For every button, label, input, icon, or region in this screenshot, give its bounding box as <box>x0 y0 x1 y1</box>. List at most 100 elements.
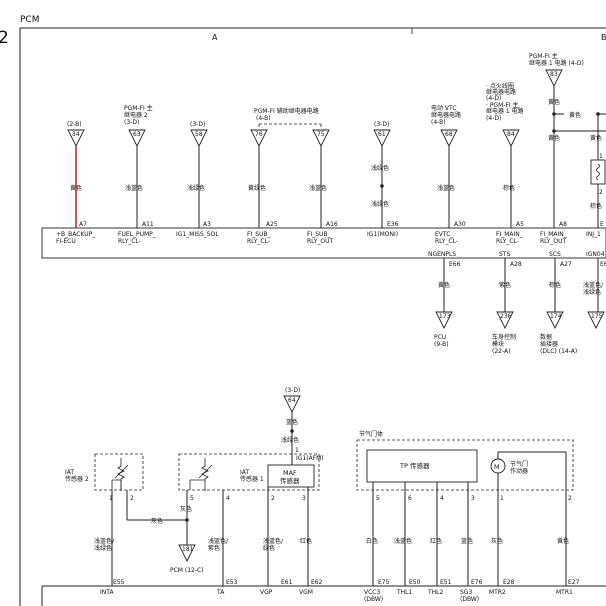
maf-label-2: 传感器 <box>280 476 300 485</box>
ref-label: (2-B) <box>67 121 82 128</box>
connector-number: 175 <box>591 313 603 320</box>
connector-number: 63 <box>133 131 141 138</box>
pin-1: 1 <box>109 495 113 502</box>
sensor-wiring <box>189 479 205 490</box>
wire-color: 黄色 <box>548 98 560 106</box>
signal-name-2: (DBW) <box>460 596 479 603</box>
circuit-right-edge: 黄色 黄色 1 2 棕色 E INJ_1 IGN04 E6 浅蓝色/ 浅绿色 1… <box>569 111 606 330</box>
connector-number: 34 <box>72 131 80 138</box>
ref-label-3: (4-B) <box>431 119 446 126</box>
zone-b-label: B <box>601 33 606 42</box>
ref-label: (3-D) <box>190 121 205 128</box>
wire-color: 浅蓝色 <box>125 184 143 192</box>
wire-color: 浅蓝色/ <box>94 537 115 545</box>
ref-label: (3-D) <box>285 387 300 394</box>
pin-label: A8 <box>559 221 567 228</box>
circuit-63: PGM-FI 主 继电器 2 (3-D) 63 浅蓝色 A11 FUEL_PUM… <box>118 104 157 245</box>
pin-label: E55 <box>113 579 125 586</box>
wire-color-2: 黄色 <box>548 134 560 142</box>
bottom-wire-labels: 浅蓝色/ 浅绿色 浅蓝色/ 紫色 浅蓝色/ 绿色 红色 白色 浅蓝色 红色 蓝色… <box>94 537 569 552</box>
wire-color: 黄色 <box>557 537 569 545</box>
pin-label: E50 <box>409 579 421 586</box>
iat1-label-2: 传感器 1 <box>240 475 264 483</box>
connector-triangle <box>546 311 564 330</box>
circuit-76: 76 黄绿色 A25 FI_SUB_ RLY_CL- <box>247 129 278 245</box>
pin-5: 5 <box>376 495 380 502</box>
pin-label: E53 <box>226 579 238 586</box>
bottom-signal-names: INTA TA VGP VGM VCC3 (DBW) THL1 THL2 SG3… <box>100 589 573 603</box>
pin-1: 1 <box>500 495 504 502</box>
pin-label: E27 <box>568 579 580 586</box>
motor-label: 节气门 <box>510 460 528 468</box>
signal-name: VGP <box>260 589 273 596</box>
ref-label-3: (3-D) <box>124 119 139 126</box>
pin-5: 5 <box>190 495 194 502</box>
iat2-label: IAT <box>65 469 74 476</box>
connector-number: 173 <box>439 313 451 320</box>
connector-number: 83 <box>550 71 558 78</box>
dest-label-2: 插接器 <box>540 340 558 348</box>
connector-triangle <box>440 129 458 148</box>
connector-triangle <box>67 129 85 148</box>
wire-color-2: 浅绿色 <box>371 200 389 208</box>
signal-name: FI_MAIN_ <box>540 231 568 238</box>
wire-color: 黄色 <box>569 111 581 119</box>
connector-number: 236 <box>500 313 512 320</box>
connector-number: 68 <box>445 131 453 138</box>
wire-color: 浅绿色 <box>371 164 389 172</box>
signal-name: +B_BACKUP_ <box>56 231 96 238</box>
connector-triangle <box>190 129 208 148</box>
signal-name: SG3 <box>460 589 472 596</box>
wire-color: 黄绿色 <box>248 184 266 192</box>
pin-label: E61 <box>281 579 293 586</box>
page-number: 2 <box>0 28 9 48</box>
connector-triangle <box>283 395 301 414</box>
signal-name: VCC3 <box>364 589 380 596</box>
wire-color-2: 黄色 <box>590 134 602 142</box>
connector-triangle <box>496 311 514 330</box>
iat2-label-2: 传感器 2 <box>65 475 89 483</box>
sensor-wiring <box>111 479 122 490</box>
signal-name-2: (DBW) <box>364 596 383 603</box>
ref-label-5: 继电器 1 电路 <box>486 107 524 115</box>
circuit-84: · 点火线圈 继电器电路 (4-D) · PGM-FI 主 继电器 1 电路 (… <box>486 82 524 245</box>
connector-number: 181 <box>182 546 194 553</box>
wire-color-2: 紫色 <box>208 544 220 552</box>
signal-name: NGENPLS <box>428 251 456 258</box>
wire-color: 紫色 <box>499 281 511 289</box>
wire-color-4: 浅蓝色/ <box>583 281 604 289</box>
circuit-236: STS A28 紫色 236 车身控制 模块 (22-A) <box>492 251 522 355</box>
wire-color: 灰色 <box>180 505 192 513</box>
sub-relay-ref: (4-B) <box>256 115 271 122</box>
signal-name: MTR2 <box>489 589 506 596</box>
injector-pin: 1 <box>599 153 603 160</box>
wire-color-3: 棕色 <box>590 202 602 210</box>
wire-color: 蓝色 <box>286 418 298 426</box>
circuit-174: SCS A27 棕色 174 数据 插接器 (DLC) (14-A) <box>540 251 577 355</box>
wire-color: 红色 <box>430 537 442 545</box>
sub-relay-label: PGM-FI 辅助继电器电路 <box>254 107 319 115</box>
wire-color: 白色 <box>366 537 378 545</box>
signal-name: INJ_1 <box>586 231 601 238</box>
connector-number: 64 <box>288 397 296 404</box>
dest-label-3: (DLC) (14-A) <box>540 348 577 355</box>
signal-name-2: RLY_CL- <box>247 238 270 245</box>
thermistor-arrow <box>114 464 129 479</box>
circuit-83: PGM-FI 主 继电器 1 电路 (4-D) 83 黄色 黄色 A8 FI_M… <box>529 52 606 245</box>
wire-color: 浅蓝色/ <box>208 537 229 545</box>
signal-name: MTR1 <box>556 589 573 596</box>
connector-triangle <box>502 129 520 148</box>
wire-color: 浅蓝色/ <box>263 537 284 545</box>
connector-number: 58 <box>195 131 203 138</box>
throttle-body-box <box>356 439 574 491</box>
zone-a-label: A <box>212 33 218 42</box>
lower-pin: E6 <box>600 261 606 268</box>
pin-label: E75 <box>378 579 390 586</box>
pin-label: A11 <box>142 221 154 228</box>
wire-color: 棕色 <box>549 281 561 289</box>
connector-triangle <box>250 129 268 148</box>
pin-label: A28 <box>510 261 522 268</box>
pin-label: 1 <box>295 447 299 454</box>
connector-number: 76 <box>255 131 263 138</box>
